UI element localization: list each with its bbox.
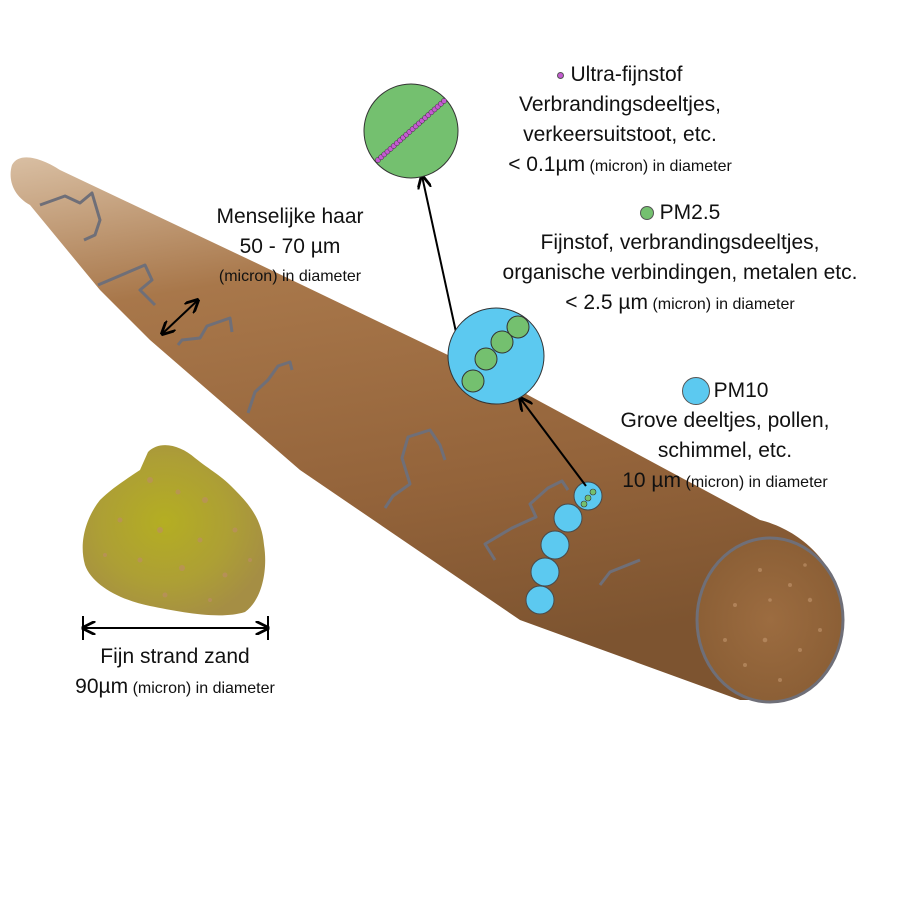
- pm10-particle: [525, 585, 555, 615]
- sand-size: 90µm: [75, 675, 129, 698]
- hair-cross-section: [695, 536, 845, 704]
- pm25-particle: [506, 315, 530, 339]
- pm10-title: PM10: [713, 379, 769, 402]
- hair-size-unit: (micron) in diameter: [218, 268, 362, 285]
- pm25-particle-small: [589, 488, 597, 496]
- ultrafine-particle-chain: [375, 98, 447, 163]
- pm10-size-unit: (micron) in diameter: [685, 474, 828, 491]
- pm25-particle: [461, 369, 485, 393]
- pm25-magnified: [363, 83, 459, 179]
- hair-end-texture: [723, 563, 822, 682]
- zoom-arrow-pm10: [520, 398, 587, 487]
- ultrafine-title: Ultra-fijnstof: [570, 63, 683, 86]
- sand-label: Fijn strand zand 90µm (micron) in diamet…: [30, 642, 320, 704]
- sand-title: Fijn strand zand: [100, 645, 250, 668]
- hair-width-arrow: [162, 300, 198, 334]
- cuticle-scales: [39, 191, 641, 586]
- pm25-label: PM2.5 Fijnstof, verbrandingsdeeltjes, or…: [460, 198, 900, 320]
- pm25-title: PM2.5: [659, 201, 721, 224]
- ultrafine-label: Ultra-fijnstof Verbrandingsdeeltjes, ver…: [470, 60, 770, 182]
- pm25-particle: [474, 347, 498, 371]
- pm25-size: < 2.5 µm: [565, 291, 648, 314]
- pm10-dot-icon: [681, 377, 710, 406]
- pm10-particle: [530, 557, 560, 587]
- ultrafine-desc-2: verkeersuitstoot, etc.: [523, 123, 717, 146]
- pm10-size: 10 µm: [622, 469, 682, 492]
- hair-size: 50 - 70 µm: [239, 235, 341, 258]
- pm25-dot-icon: [639, 206, 654, 221]
- pm25-particle-small: [580, 500, 588, 508]
- ultrafine-desc-1: Verbrandingsdeeltjes,: [519, 93, 721, 116]
- ultrafine-dot-icon: [557, 71, 565, 79]
- pm10-desc-2: schimmel, etc.: [657, 439, 793, 462]
- hair-title: Menselijke haar: [216, 205, 364, 228]
- pm10-particle: [540, 530, 570, 560]
- pm25-particle-small: [584, 494, 592, 502]
- pm10-label: PM10 Grove deeltjes, pollen, schimmel, e…: [580, 376, 870, 498]
- ultrafine-size-unit: (micron) in diameter: [589, 158, 732, 175]
- human-hair: [10, 157, 845, 704]
- pm10-particle-chain: [525, 481, 603, 615]
- pm10-desc-1: Grove deeltjes, pollen,: [620, 409, 830, 432]
- ultrafine-particle: [441, 98, 447, 104]
- hair-label: Menselijke haar 50 - 70 µm (micron) in d…: [185, 202, 395, 292]
- ultrafine-size: < 0.1µm: [508, 153, 586, 176]
- pm25-desc-2: organische verbindingen, metalen etc.: [502, 261, 858, 284]
- pm10-magnified: [447, 307, 545, 405]
- pm25-desc-1: Fijnstof, verbrandingsdeeltjes,: [540, 231, 820, 254]
- sand-grain: [83, 445, 268, 640]
- pm25-size-unit: (micron) in diameter: [652, 296, 795, 313]
- pm25-particle: [490, 330, 514, 354]
- sand-size-unit: (micron) in diameter: [132, 680, 275, 697]
- pm10-particle: [553, 503, 583, 533]
